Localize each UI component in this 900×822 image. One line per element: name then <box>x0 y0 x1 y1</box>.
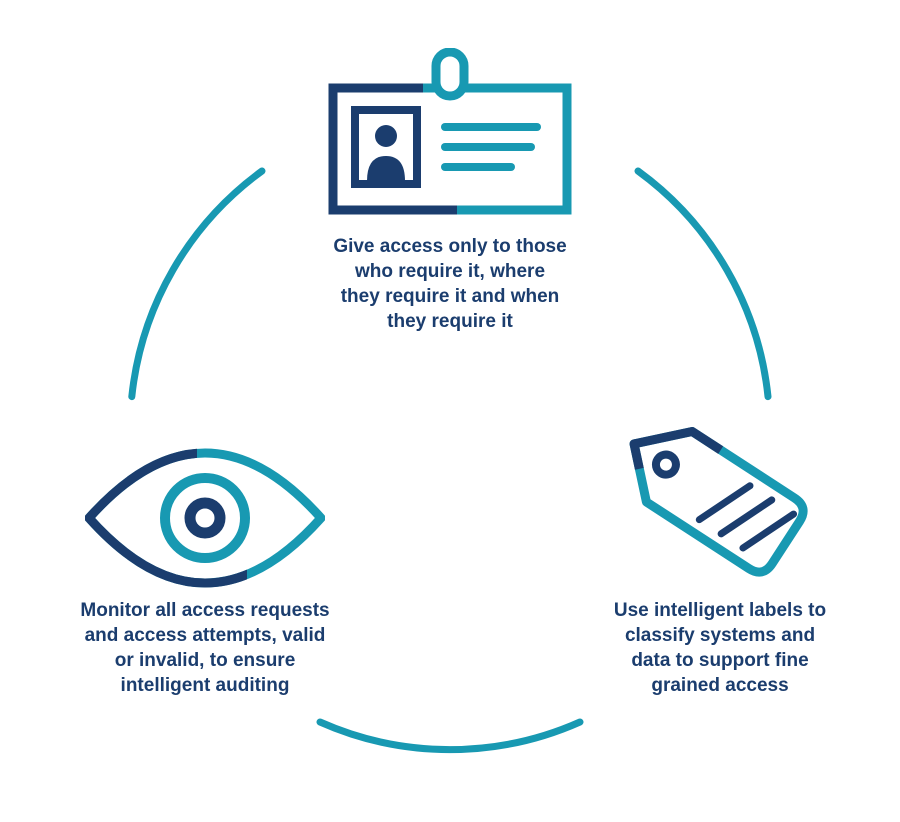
arc-segment-top-right <box>634 167 772 401</box>
arc-segment-bottom <box>316 718 584 754</box>
caption-monitor-access: Monitor all access requests and access a… <box>55 598 355 698</box>
caption-line: Give access only to those <box>333 236 567 257</box>
caption-intelligent-labels: Use intelligent labels to classify syste… <box>570 598 870 698</box>
eye-icon <box>85 448 325 588</box>
badge-card-outline-accent <box>328 83 457 215</box>
caption-line: intelligent auditing <box>120 675 290 696</box>
caption-line: or invalid, to ensure <box>114 650 296 671</box>
caption-line: they require it <box>387 311 513 332</box>
caption-line: who require it, where <box>354 261 546 282</box>
caption-line: grained access <box>651 675 789 696</box>
badge-person-head <box>375 125 397 147</box>
tag-outline-accent <box>629 427 724 470</box>
caption-line: classify systems and <box>624 625 816 646</box>
caption-line: Monitor all access requests <box>80 600 330 621</box>
caption-line: data to support fine <box>631 650 809 671</box>
tag-icon <box>629 427 808 577</box>
caption-line: and access attempts, valid <box>84 625 326 646</box>
badge-person-body <box>367 156 405 181</box>
tag-outline <box>629 427 808 577</box>
arc-segment-top-left <box>128 167 266 401</box>
tag-slash-1 <box>695 482 754 524</box>
eye-pupil-ring <box>184 497 226 539</box>
tag-slash-3 <box>739 510 798 552</box>
caption-line: they require it and when <box>340 286 560 307</box>
eye-iris-outer <box>160 473 250 563</box>
id-badge-icon <box>328 48 572 215</box>
caption-give-access: Give access only to those who require it… <box>300 234 600 334</box>
tag-slash-2 <box>717 496 776 538</box>
caption-line: Use intelligent labels to <box>613 600 827 621</box>
tag-hole <box>651 450 680 479</box>
badge-clip <box>431 48 469 101</box>
